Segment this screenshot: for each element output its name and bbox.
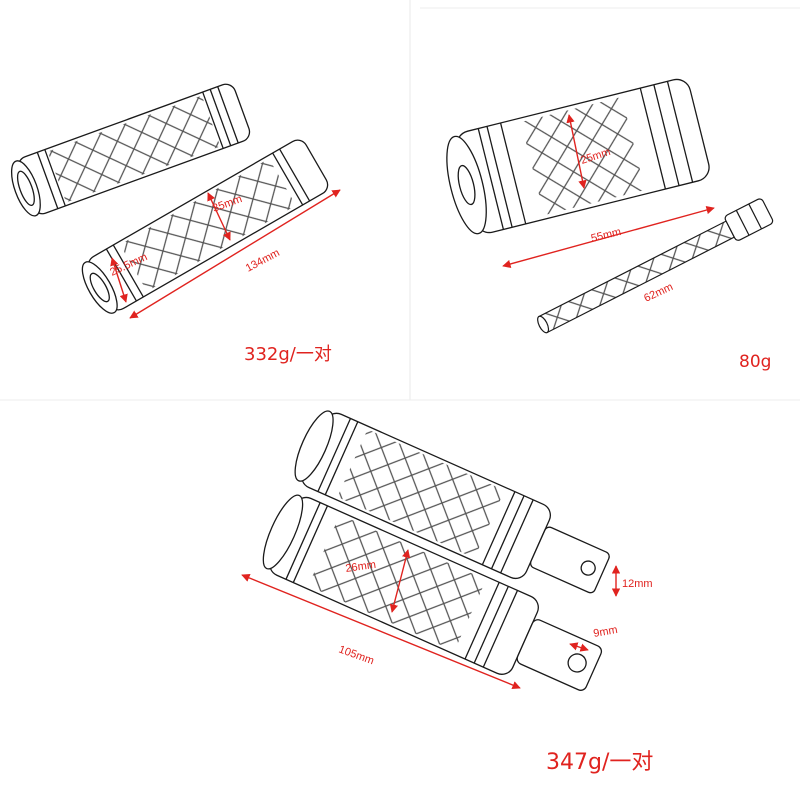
grips-weight-label: 332g/一对 — [244, 344, 332, 365]
footpegs-weight-label: 347g/一对 — [546, 750, 654, 775]
grip-end-diameter-arrow — [110, 257, 128, 303]
hole-size-label: 9mm — [592, 624, 618, 640]
peg-diameter-arrow — [566, 114, 587, 189]
bolt-length-label: 62mm — [642, 281, 675, 305]
handlebar-grip-back — [10, 83, 251, 217]
grip-length-label: 134mm — [244, 247, 282, 275]
grip-diameter-arrow — [207, 192, 231, 241]
hole-size-arrow — [569, 642, 589, 652]
mount-width-label: 12mm — [622, 578, 653, 590]
grip-length-arrow — [129, 189, 341, 319]
peg-bolt-weight-label: 80g — [739, 352, 772, 372]
footpeg-diameter-label: 26mm — [345, 559, 377, 575]
peg-length-arrow — [502, 205, 715, 269]
footpeg-pair-back — [294, 410, 610, 594]
peg-length-label: 55mm — [590, 226, 623, 245]
mounting-bolt — [537, 198, 774, 334]
footpeg-diameter-arrow — [389, 549, 411, 613]
footpeg-length-label: 105mm — [337, 644, 376, 668]
footpeg-single — [446, 78, 710, 235]
footpeg-length-arrow — [241, 573, 521, 690]
